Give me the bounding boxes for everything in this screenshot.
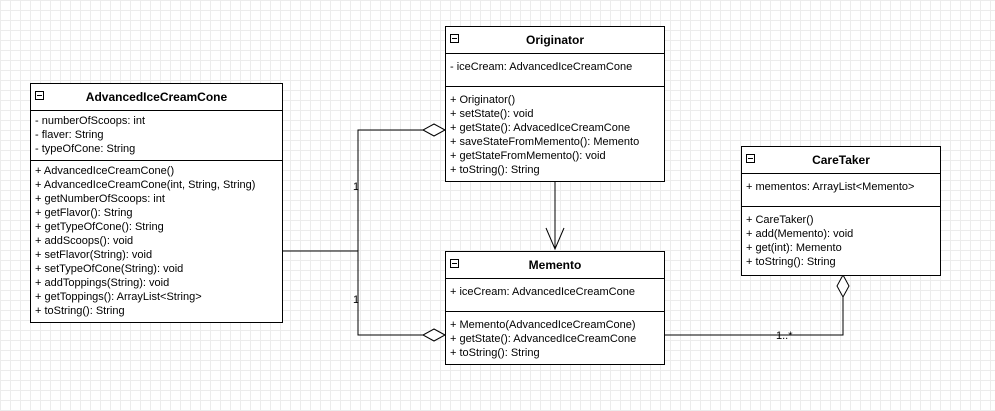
operation: + getState(): AdvancedIceCreamCone (450, 333, 637, 345)
operation: + add(Memento): void (746, 228, 854, 240)
operation: + setTypeOfCone(String): void (35, 263, 184, 275)
operation: + CareTaker() (746, 214, 814, 226)
class-header: AdvancedIceCreamCone (31, 84, 282, 111)
operation: + getTypeOfCone(): String (35, 221, 164, 233)
collapse-icon[interactable] (35, 91, 44, 100)
attribute: - iceCream: AdvancedIceCreamCone (450, 61, 633, 73)
attribute: - typeOfCone: String (35, 143, 136, 155)
collapse-icon[interactable] (450, 34, 459, 43)
operation: + getFlavor(): String (35, 207, 133, 219)
attribute: + iceCream: AdvancedIceCreamCone (450, 286, 635, 298)
edge-cone-originator (283, 129, 423, 252)
collapse-icon[interactable] (746, 154, 755, 163)
class-name: Originator (525, 33, 584, 47)
operation: + getStateFromMemento(): void (450, 150, 606, 162)
operation: + toString(): String (450, 164, 540, 176)
collapse-icon[interactable] (450, 259, 459, 268)
operation: + get(int): Memento (746, 242, 842, 254)
attributes-section: + mementos: ArrayList<Memento> (742, 174, 940, 206)
operation: + toString(): String (35, 305, 125, 317)
operation: + toString(): String (450, 347, 540, 359)
attributes-section: - numberOfScoops: int - flaver: String -… (31, 111, 282, 160)
operations-section: + Originator() + setState(): void + getS… (446, 86, 664, 181)
multiplicity-memento-caretaker: 1..* (776, 330, 793, 342)
class-name: AdvancedIceCreamCone (85, 90, 228, 104)
operation: + setFlavor(String): void (35, 249, 153, 261)
attributes-section: - iceCream: AdvancedIceCreamCone (446, 54, 664, 86)
aggregation-diamond-memento (421, 328, 447, 342)
operation: + saveStateFromMemento(): Memento (450, 136, 640, 148)
attributes-section: + iceCream: AdvancedIceCreamCone (446, 279, 664, 311)
class-originator[interactable]: Originator - iceCream: AdvancedIceCreamC… (445, 26, 665, 182)
multiplicity-cone-memento: 1 (353, 294, 359, 306)
attribute: + mementos: ArrayList<Memento> (746, 181, 915, 193)
edge-memento-caretaker (665, 297, 844, 336)
class-memento[interactable]: Memento + iceCream: AdvancedIceCreamCone… (445, 251, 665, 365)
operation: + addToppings(String): void (35, 277, 170, 289)
operation: + setState(): void (450, 108, 534, 120)
arrowhead-memento (545, 227, 565, 251)
aggregation-diamond-caretaker (836, 273, 850, 299)
class-header: CareTaker (742, 147, 940, 174)
class-advanced-ice-cream-cone[interactable]: AdvancedIceCreamCone - numberOfScoops: i… (30, 83, 283, 323)
multiplicity-cone-originator: 1 (353, 181, 359, 193)
operation: + getToppings(): ArrayList<String> (35, 291, 202, 303)
attribute: - numberOfScoops: int (35, 115, 146, 127)
operation: + getState(): AdvacedIceCreamCone (450, 122, 631, 134)
operation: + Memento(AdvancedIceCreamCone) (450, 319, 636, 331)
operation: + AdvancedIceCreamCone(int, String, Stri… (35, 179, 256, 191)
operations-section: + Memento(AdvancedIceCreamCone) + getSta… (446, 311, 664, 364)
operations-section: + CareTaker() + add(Memento): void + get… (742, 206, 940, 275)
aggregation-diamond-originator (421, 123, 447, 137)
operation: + AdvancedIceCreamCone() (35, 165, 175, 177)
operations-section: + AdvancedIceCreamCone() + AdvancedIceCr… (31, 160, 282, 322)
operation: + Originator() (450, 94, 516, 106)
operation: + getNumberOfScoops: int (35, 193, 165, 205)
operation: + addScoops(): void (35, 235, 134, 247)
class-header: Originator (446, 27, 664, 54)
edge-cone-memento (357, 251, 423, 336)
operation: + toString(): String (746, 256, 836, 268)
class-name: Memento (528, 258, 582, 272)
class-name: CareTaker (812, 153, 870, 167)
class-header: Memento (446, 252, 664, 279)
class-care-taker[interactable]: CareTaker + mementos: ArrayList<Memento>… (741, 146, 941, 276)
attribute: - flaver: String (35, 129, 104, 141)
